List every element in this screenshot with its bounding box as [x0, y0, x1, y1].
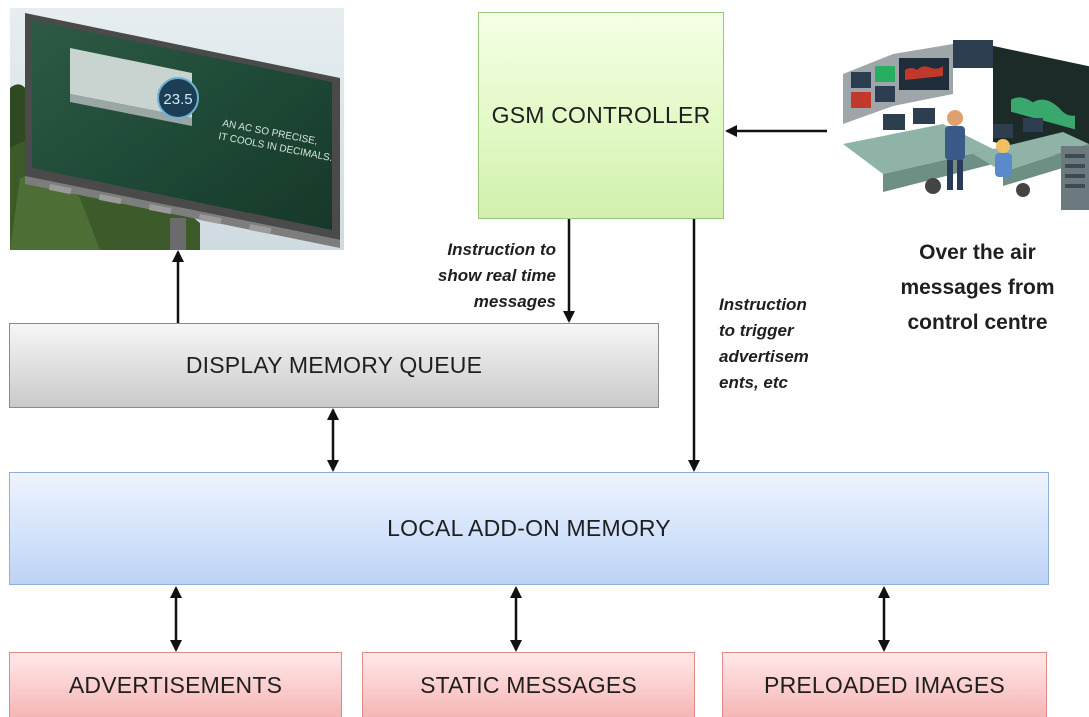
instruction-realtime-line-1: Instruction to	[447, 240, 556, 259]
local-addon-memory-label: LOCAL ADD-ON MEMORY	[387, 515, 671, 541]
billboard-image: 23.5 AN AC SO PRECISE, IT COOLS IN DECIM…	[10, 8, 344, 250]
instruction-trigger-line-2: to trigger	[719, 321, 794, 340]
instruction-realtime-line-2: show real time	[437, 266, 556, 285]
ota-caption: Over the air messages from control centr…	[880, 235, 1075, 340]
instruction-trigger-line-1: Instruction	[719, 295, 807, 314]
advertisements-label: ADVERTISEMENTS	[68, 671, 283, 698]
instruction-trigger-line-4: ents, etc	[719, 373, 788, 392]
preloaded-images-label: PRELOADED IMAGES	[764, 671, 1005, 698]
gsm-controller-label: GSM CONTROLLER	[491, 102, 711, 128]
preloaded-images-box: PRELOADED IMAGES	[722, 652, 1047, 717]
local-addon-memory-box: LOCAL ADD-ON MEMORY	[9, 472, 1049, 585]
static-messages-label: STATIC MESSAGES	[420, 671, 637, 698]
advertisements-box: ADVERTISEMENTS	[9, 652, 342, 717]
display-memory-queue-label: DISPLAY MEMORY QUEUE	[185, 352, 483, 378]
instruction-realtime-line-3: messages	[473, 292, 556, 311]
display-memory-queue-box: DISPLAY MEMORY QUEUE	[9, 323, 659, 408]
instruction-trigger-note: Instruction to trigger advertisem ents, …	[719, 292, 839, 396]
static-messages-box: STATIC MESSAGES	[362, 652, 695, 717]
control-centre-image	[843, 40, 1089, 210]
ota-caption-line-3: control centre	[907, 311, 1048, 334]
gsm-controller-box: GSM CONTROLLER	[478, 12, 724, 219]
instruction-trigger-line-3: advertisem	[719, 347, 809, 366]
instruction-realtime-note: Instruction to show real time messages	[400, 237, 556, 315]
ota-caption-line-2: messages from	[900, 276, 1055, 299]
ota-caption-line-1: Over the air	[919, 241, 1036, 264]
temperature-display: 23.5	[163, 91, 192, 108]
